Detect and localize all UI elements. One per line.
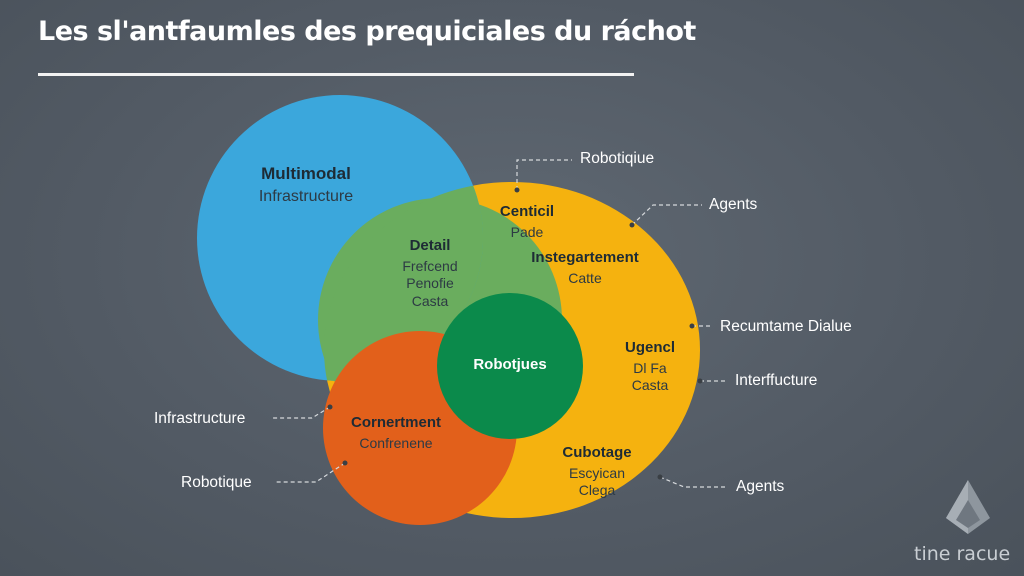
callout-dots: [327, 187, 703, 480]
cubotage-line-2: Clega: [578, 482, 616, 499]
callout-robotique-left: Robotique: [181, 474, 252, 491]
blue-yellow-overlap: [324, 182, 483, 381]
green-title: Detail: [409, 237, 451, 254]
green-overlap-label: Detail Frefcend Penofie Casta: [380, 237, 480, 310]
ugencl-line-2: Casta: [631, 377, 669, 394]
callout-recumtame: Recumtame Dialue: [720, 318, 852, 335]
green-line-1: Frefcend: [402, 257, 458, 274]
yellow-group-ugencl: Ugencl Dl Fa Casta: [610, 339, 690, 395]
triangle-logo-icon: [946, 480, 990, 534]
yellow-group-cubotage: Cubotage Escyican Clega: [547, 444, 647, 500]
instegartement-title: Instegartement: [531, 249, 639, 266]
yellow-group-instegartement: Instegartement Catte: [515, 249, 655, 287]
green-line-3: Casta: [411, 292, 449, 309]
orange-subtitle: Confrenene: [359, 434, 433, 451]
centicil-title: Centicil: [499, 203, 555, 220]
orange-title: Cornertment: [350, 414, 441, 431]
brand-name: tine racue: [914, 543, 1011, 565]
callout-agents-bottom: Agents: [736, 478, 785, 495]
centicil-subtitle: Pade: [510, 223, 544, 240]
green-line-2: Penofie: [406, 275, 454, 292]
blue-circle-label: Multimodal Infrastructure: [236, 163, 376, 207]
center-title: Robotjues: [473, 356, 547, 373]
instegartement-subtitle: Catte: [568, 269, 602, 286]
center-circle: [437, 293, 583, 439]
callout-robotique-top: Robotiqiue: [580, 150, 655, 167]
callout-lines: [272, 159, 728, 488]
ugencl-title: Ugencl: [624, 339, 675, 356]
callout-interffucture: Interffucture: [735, 372, 818, 389]
blue-subtitle: Infrastructure: [258, 188, 354, 206]
cubotage-title: Cubotage: [562, 444, 632, 461]
callout-infrastructure-left: Infrastructure: [154, 410, 246, 427]
blue-title: Multimodal: [261, 164, 351, 183]
center-circle-label: Robotjues: [455, 356, 565, 375]
yellow-group-centicil: Centicil Pade: [482, 203, 572, 241]
cubotage-line-1: Escyican: [568, 464, 626, 481]
callout-agents-top: Agents: [709, 196, 758, 213]
ugencl-line-1: Dl Fa: [633, 359, 667, 376]
orange-circle-label: Cornertment Confrenene: [336, 414, 456, 452]
page-title: Les sl'antfaumles des prequiciales du rá…: [38, 16, 696, 47]
title-divider: [38, 73, 634, 76]
